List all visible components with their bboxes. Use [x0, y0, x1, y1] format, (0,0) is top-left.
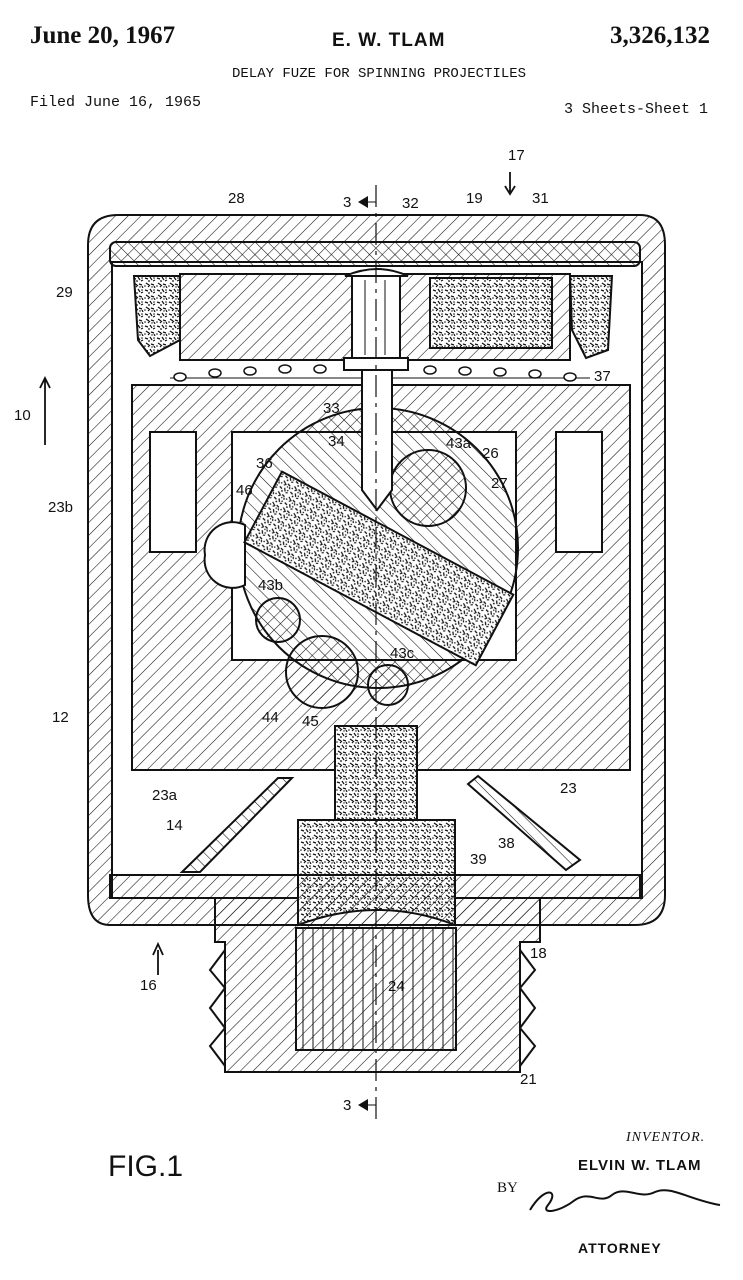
inventor-label: INVENTOR. [626, 1130, 706, 1145]
filed-date: Filed June 16, 1965 [30, 94, 202, 111]
ref-23b: 23b [48, 499, 73, 516]
ref-43c: 43c [390, 645, 415, 662]
ref-12: 12 [52, 709, 69, 726]
ref-29: 29 [56, 284, 73, 301]
ref-39: 39 [470, 851, 487, 868]
arrow-16 [152, 941, 164, 975]
figure-label: FIG.1 [108, 1150, 184, 1183]
patent-title: DELAY FUZE FOR SPINNING PROJECTILES [232, 66, 527, 82]
svg-text:3: 3 [343, 1097, 351, 1114]
ref-26: 26 [482, 445, 499, 462]
reference-numerals: 17 32 28 19 31 29 37 10 33 34 43a 26 36 … [14, 147, 611, 1088]
ref-34: 34 [328, 433, 345, 450]
svg-text:3: 3 [343, 194, 351, 211]
ref-18: 18 [530, 945, 547, 962]
ref-44: 44 [262, 709, 279, 726]
patent-date: June 20, 1967 [30, 22, 176, 49]
ref-19: 19 [466, 190, 483, 207]
seal-29-right [568, 275, 614, 360]
ref-31: 31 [532, 190, 549, 207]
seal-29-left [132, 275, 181, 358]
arrow-10 [39, 375, 51, 445]
ref-27: 27 [491, 475, 508, 492]
pellet-31 [429, 277, 553, 349]
signature-stroke [529, 1189, 721, 1212]
ref-32: 32 [402, 195, 419, 212]
ref-10: 10 [14, 407, 31, 424]
ref-24: 24 [388, 978, 405, 995]
inventor-header: E. W. TLAM [332, 30, 446, 51]
section-mark-bottom: 3 [343, 1097, 376, 1114]
sheet-count: 3 Sheets-Sheet 1 [564, 101, 709, 118]
ref-14: 14 [166, 817, 183, 834]
ref-21: 21 [520, 1071, 537, 1088]
ref-23: 23 [560, 780, 577, 797]
ref-33: 33 [323, 400, 340, 417]
ref-16: 16 [140, 977, 157, 994]
by-label: BY [497, 1180, 518, 1196]
rotor-27 [203, 407, 519, 709]
ref-38: 38 [498, 835, 515, 852]
section-mark-top: 3 [343, 194, 376, 211]
cap-plate-19 [109, 241, 641, 267]
ref-36: 36 [256, 455, 273, 472]
cone-38 [466, 774, 582, 872]
arrow-17 [504, 172, 516, 196]
ref-37: 37 [594, 368, 611, 385]
ref-46: 46 [236, 482, 253, 499]
ref-23a: 23a [152, 787, 178, 804]
ref-28: 28 [228, 190, 245, 207]
inventor-name: ELVIN W. TLAM [578, 1157, 702, 1174]
ref-17: 17 [508, 147, 525, 164]
ref-43b: 43b [258, 577, 283, 594]
ref-45: 45 [302, 713, 319, 730]
attorney-label: ATTORNEY [578, 1240, 662, 1256]
cone-left [179, 777, 295, 873]
patent-number: 3,326,132 [610, 22, 710, 49]
ref-43a: 43a [446, 435, 472, 452]
